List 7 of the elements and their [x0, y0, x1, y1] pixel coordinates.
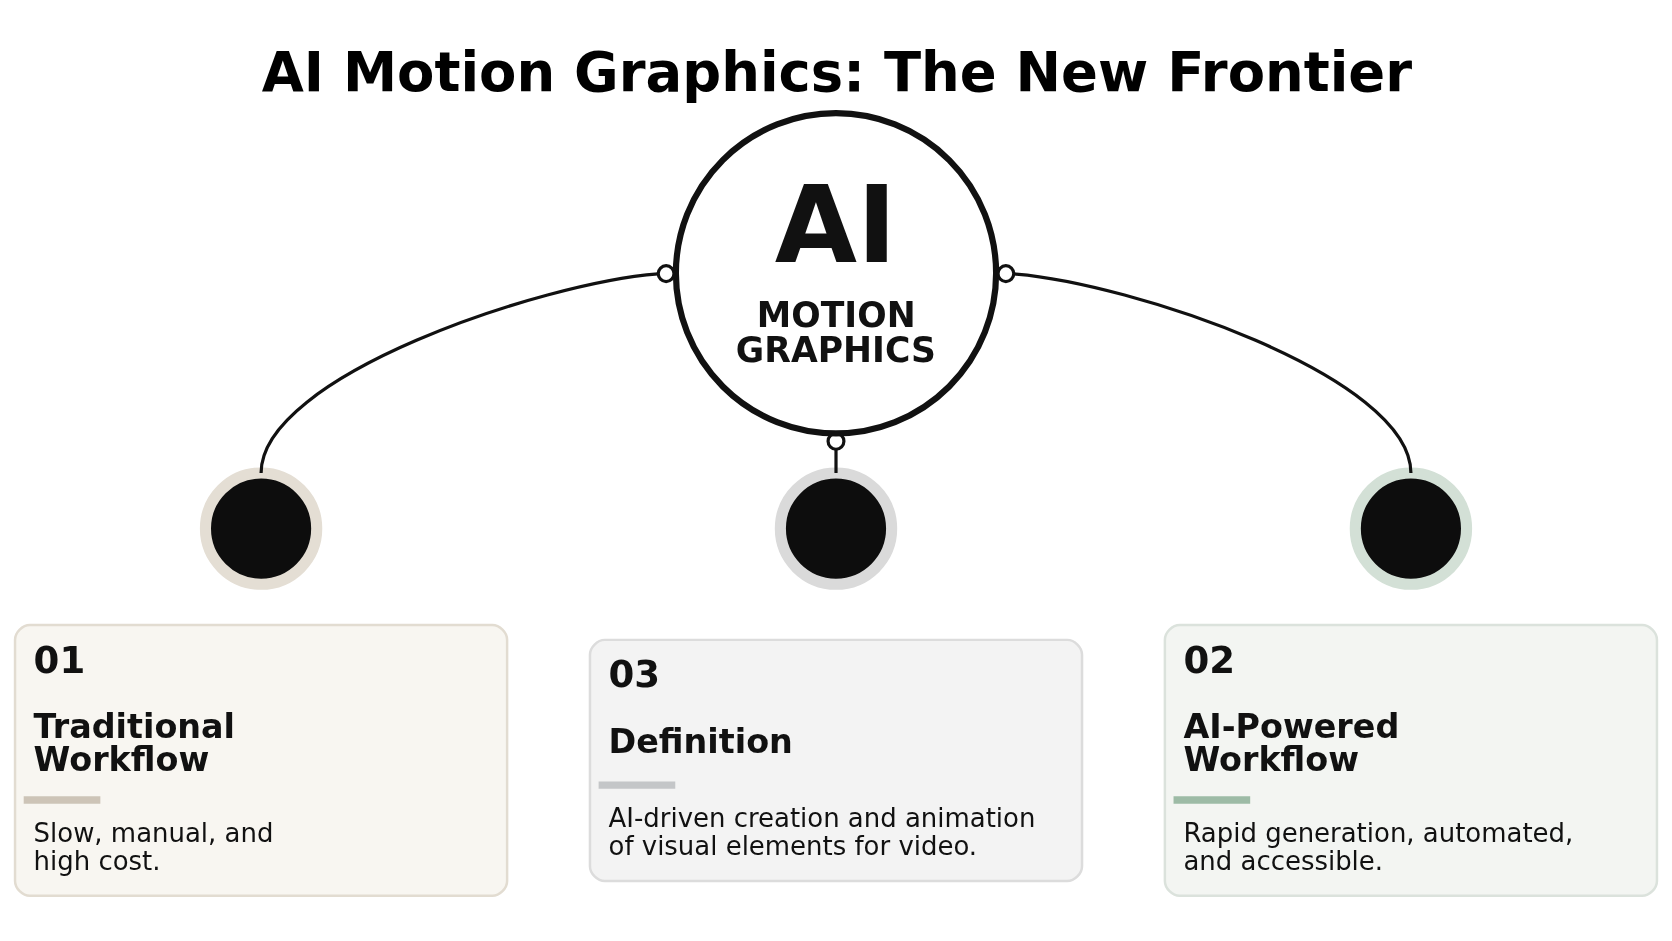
node-circle: AI MOTION GRAPHICS — [672, 110, 1000, 437]
connector — [996, 264, 1413, 474]
connector — [259, 264, 676, 474]
diagram-title: AI Motion Graphics: The New Frontier — [261, 41, 1413, 105]
node-circle — [774, 467, 898, 590]
node-circle — [199, 467, 323, 590]
node-circle — [1349, 467, 1473, 590]
